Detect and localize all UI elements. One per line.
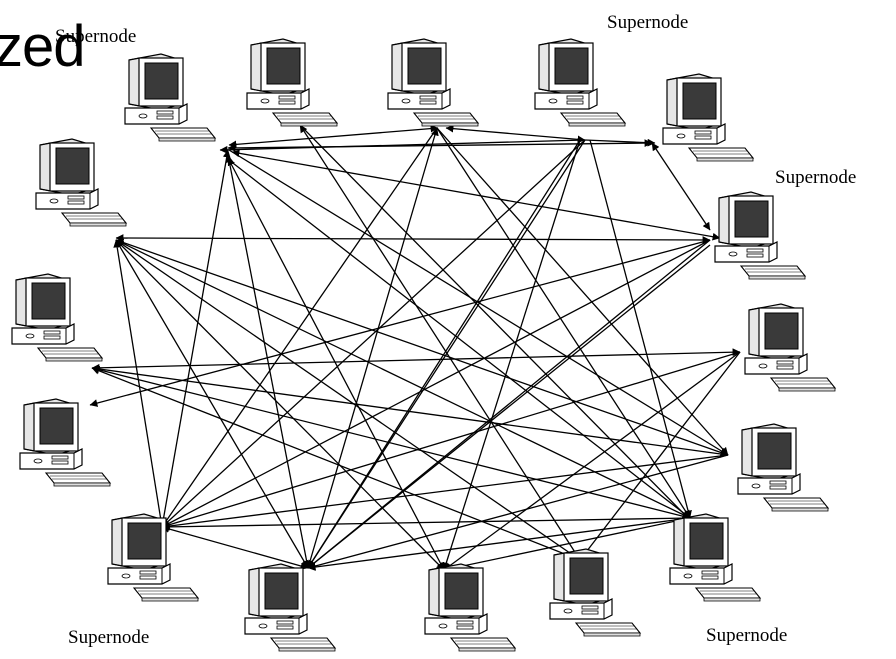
computer-icon <box>387 38 479 127</box>
connection-line <box>443 517 691 573</box>
connection-line <box>579 351 741 561</box>
computer-nodes <box>11 38 836 652</box>
computer-icon <box>124 53 216 142</box>
connection-line <box>159 149 231 528</box>
connection-line <box>299 124 581 561</box>
connection-line <box>161 127 438 528</box>
connection-line <box>231 149 721 241</box>
supernode-label-top-left: Supernode <box>55 26 137 47</box>
supernode-label-right: Supernode <box>775 167 857 188</box>
computer-icon <box>11 273 103 362</box>
computer-icon <box>19 398 111 487</box>
computer-icon <box>669 513 761 602</box>
connection-line <box>115 239 691 519</box>
connection-line <box>161 525 309 570</box>
connection-line <box>307 139 581 569</box>
connection-line <box>228 149 729 456</box>
connection-line <box>228 159 691 519</box>
connection-line <box>228 124 439 149</box>
computer-icon <box>35 138 127 227</box>
connection-line <box>651 142 711 231</box>
connection-line <box>307 517 691 571</box>
computer-icon <box>662 73 754 162</box>
computer-icon <box>246 38 338 127</box>
connection-line <box>161 239 711 528</box>
page-title-fragment: zed <box>0 14 86 79</box>
connection-line <box>91 366 691 520</box>
connection-line <box>161 351 741 529</box>
connection-lines <box>89 124 741 573</box>
computer-icon <box>737 423 829 512</box>
connection-line <box>115 239 309 569</box>
connection-line <box>307 454 729 570</box>
connection-line <box>91 367 581 561</box>
connection-line <box>584 138 656 147</box>
supernode-label-bottom-left: Supernode <box>68 627 150 648</box>
connection-line <box>115 238 729 457</box>
connection-line <box>225 154 311 569</box>
connection-line <box>161 454 729 530</box>
computer-icon <box>549 548 641 637</box>
computer-icon <box>424 563 516 652</box>
connection-line <box>436 127 729 456</box>
connection-line <box>443 351 741 571</box>
connection-line <box>445 124 586 144</box>
connection-line <box>115 239 581 561</box>
connection-line <box>299 124 691 521</box>
computer-icon <box>244 563 336 652</box>
connection-line <box>91 367 729 458</box>
supernode-label-bottom-right: Supernode <box>706 625 788 646</box>
connection-line <box>307 244 711 569</box>
supernode-label-top-right: Supernode <box>607 12 689 33</box>
connection-line <box>91 348 741 372</box>
connection-line <box>442 139 581 571</box>
connection-line <box>161 517 691 531</box>
computer-icon <box>744 303 836 392</box>
computer-icon <box>534 38 626 127</box>
connection-line <box>436 127 691 519</box>
computer-icon <box>714 191 806 280</box>
